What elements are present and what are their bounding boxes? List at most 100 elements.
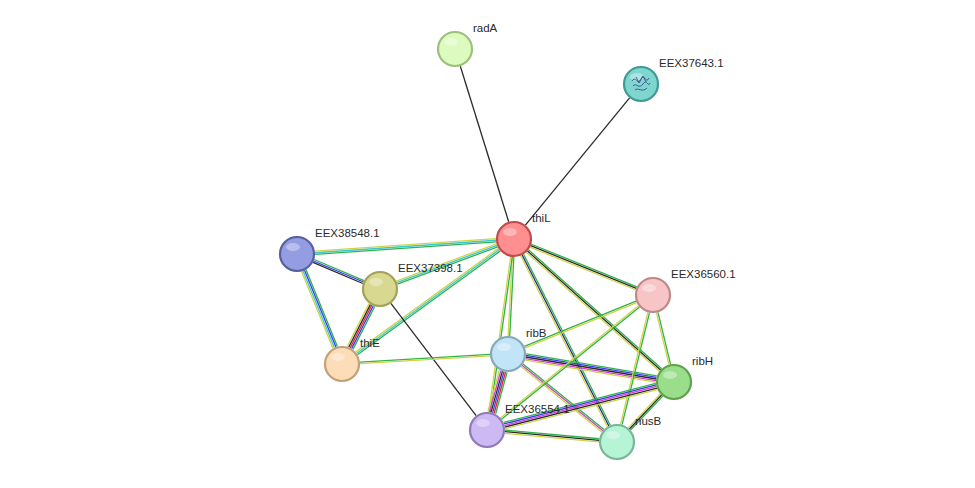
- node-label: EEX36560.1: [671, 267, 736, 281]
- interaction-edge: [360, 354, 490, 363]
- node-circle: [469, 412, 505, 448]
- node-circle: [635, 277, 671, 313]
- node-highlight: [286, 243, 300, 251]
- interaction-edge: [315, 239, 496, 255]
- interaction-edge: [656, 312, 670, 364]
- evidence-line: [629, 395, 661, 429]
- evidence-line: [521, 367, 602, 432]
- protein-node: EEX38548.1: [279, 236, 315, 272]
- node-label: EEX38548.1: [315, 226, 380, 240]
- evidence-line: [658, 312, 671, 364]
- interaction-edge: [356, 248, 501, 354]
- node-label: thiL: [532, 211, 551, 225]
- evidence-line: [302, 272, 333, 349]
- node-highlight: [444, 38, 458, 46]
- node-highlight: [503, 228, 517, 236]
- evidence-line: [315, 239, 496, 252]
- node-highlight: [497, 343, 511, 351]
- evidence-line: [488, 370, 499, 411]
- node-label: EEX37643.1: [659, 56, 724, 70]
- interaction-edge: [526, 250, 661, 371]
- node-disc: [600, 425, 634, 459]
- node-label: ribB: [526, 326, 546, 340]
- node-circle: [599, 424, 635, 460]
- interaction-edge: [628, 394, 663, 430]
- node-circle: [656, 364, 692, 400]
- evidence-line: [622, 313, 649, 425]
- evidence-line: [315, 240, 496, 253]
- evidence-line: [315, 242, 496, 255]
- interaction-edge: [302, 270, 338, 348]
- evidence-line: [489, 257, 511, 412]
- evidence-line: [525, 98, 629, 225]
- node-highlight: [606, 431, 620, 439]
- node-label: radA: [473, 21, 497, 35]
- node-highlight: [476, 419, 490, 427]
- node-circle: [623, 66, 659, 102]
- evidence-line: [525, 303, 637, 348]
- node-highlight: [369, 278, 383, 286]
- node-disc: [470, 413, 504, 447]
- node-highlight: [663, 371, 677, 379]
- node-disc: [636, 278, 670, 312]
- node-circle: [496, 221, 532, 257]
- evidence-line: [530, 247, 636, 290]
- node-disc: [363, 272, 397, 306]
- node-disc: [325, 347, 359, 381]
- evidence-line: [358, 251, 501, 355]
- evidence-line: [356, 248, 499, 352]
- evidence-line: [656, 313, 669, 365]
- interaction-edge: [313, 260, 364, 284]
- protein-node: radA: [437, 31, 473, 67]
- node-disc: [657, 365, 691, 399]
- evidence-line: [531, 246, 637, 289]
- node-circle: [362, 271, 398, 307]
- protein-node: EEX37398.1: [362, 271, 398, 307]
- evidence-line: [306, 270, 337, 347]
- protein-node: EEX36554.1: [469, 412, 505, 448]
- evidence-line: [631, 396, 663, 430]
- evidence-line: [504, 383, 656, 422]
- node-circle: [279, 236, 315, 272]
- node-disc: [624, 67, 658, 101]
- protein-node: ribH: [656, 364, 692, 400]
- evidence-line: [397, 247, 497, 284]
- node-highlight: [642, 284, 656, 292]
- evidence-line: [489, 371, 500, 412]
- interaction-edge: [460, 66, 508, 222]
- node-circle: [324, 346, 360, 382]
- evidence-line: [494, 372, 505, 413]
- node-circle: [437, 31, 473, 67]
- interaction-edge: [488, 370, 507, 413]
- evidence-line: [360, 356, 490, 364]
- evidence-line: [504, 385, 656, 424]
- interaction-edge: [524, 301, 636, 348]
- protein-node: ribB: [490, 336, 526, 372]
- node-disc: [491, 337, 525, 371]
- node-label: thiE: [360, 336, 380, 350]
- protein-node: EEX36560.1: [635, 277, 671, 313]
- interaction-edge: [505, 430, 599, 442]
- evidence-line: [504, 386, 656, 425]
- node-label: ribH: [692, 354, 713, 368]
- evidence-line: [357, 250, 500, 354]
- evidence-line: [303, 271, 334, 348]
- interaction-edge: [525, 98, 629, 225]
- evidence-line: [493, 372, 504, 413]
- evidence-line: [628, 394, 660, 428]
- evidence-line: [505, 432, 599, 441]
- protein-node: EEX37643.1: [623, 66, 659, 102]
- protein-node: thiE: [324, 346, 360, 382]
- evidence-line: [360, 354, 490, 362]
- evidence-line: [531, 244, 637, 287]
- node-circle: [490, 336, 526, 372]
- node-label: nusB: [635, 414, 661, 428]
- node-highlight: [331, 353, 345, 361]
- node-label: EEX36554.1: [505, 402, 570, 416]
- evidence-line: [621, 312, 648, 424]
- node-disc: [497, 222, 531, 256]
- interaction-edge: [621, 312, 650, 424]
- evidence-line: [305, 270, 336, 347]
- protein-node: thiL: [496, 221, 532, 257]
